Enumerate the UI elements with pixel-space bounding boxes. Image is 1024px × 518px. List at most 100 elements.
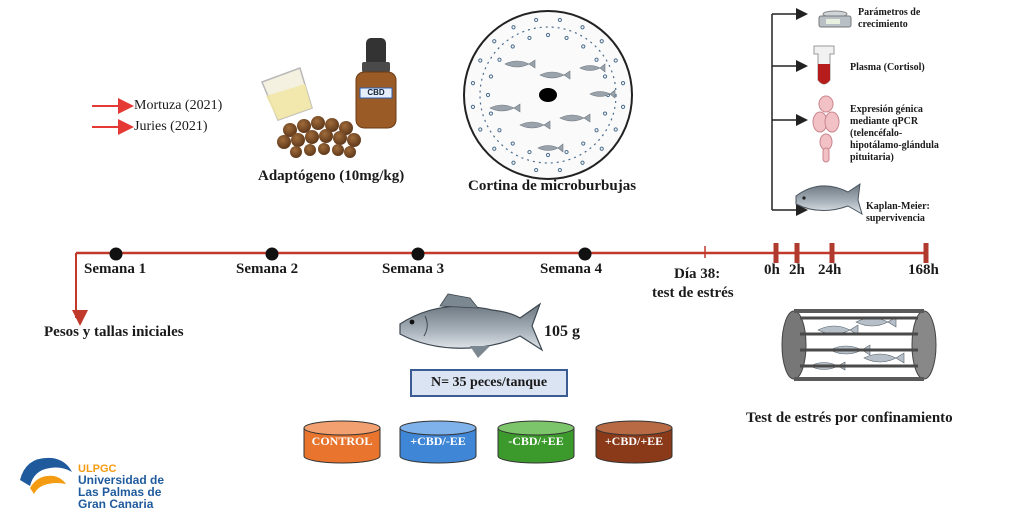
- cbd-bottle-icon: [355, 38, 397, 129]
- reference-1: Mortuza (2021): [134, 98, 223, 113]
- tank-cbd-ee-shape: [399, 420, 477, 464]
- week-4-label: Semana 4: [540, 261, 603, 277]
- sampling-survival: Kaplan-Meier: supervivencia: [866, 201, 930, 224]
- brain-icon: [812, 95, 840, 163]
- tank-control-label: CONTROL: [311, 434, 373, 448]
- bubble: [557, 17, 562, 23]
- bubble: [564, 35, 569, 41]
- bubble: [594, 128, 599, 133]
- confinement-label: Test de estrés por confinamiento: [746, 410, 953, 426]
- bubble: [599, 146, 604, 151]
- bubble: [470, 81, 476, 86]
- sampling-bracket: [771, 8, 808, 216]
- confinement-cage-icon: [781, 309, 937, 381]
- bubble: [545, 32, 551, 38]
- bubble: [564, 149, 569, 155]
- tank-cbd-ee-label: +CBD/-EE: [410, 434, 466, 448]
- week-2-label: Semana 2: [236, 261, 299, 277]
- sampling-growth: Parámetros de crecimiento: [858, 7, 921, 30]
- week-1-label: Semana 1: [84, 261, 147, 277]
- tank-cbd-plus-ee-label: +CBD/+EE: [604, 434, 664, 448]
- bubble: [581, 44, 586, 49]
- hour-168-tick: [923, 243, 929, 263]
- week-4-dot: [578, 247, 592, 261]
- tank-control: CONTROL: [302, 420, 382, 464]
- bubble: [602, 74, 608, 79]
- tank-cbd-ee: +CBD/-EE: [398, 420, 478, 464]
- week-1-dot: [109, 247, 123, 261]
- tank-cbd-plus-ee: +CBD/+EE: [594, 420, 674, 464]
- bubble: [613, 127, 618, 132]
- day-38-label: Día 38:: [674, 266, 721, 282]
- sea-bass-icon: [399, 293, 544, 358]
- ulpgc-logo-icon: [20, 457, 72, 494]
- sampling-qpcr: Expresión génica mediante qPCR (telencéf…: [850, 104, 939, 163]
- adaptogen-label: Adaptógeno (10mg/kg): [258, 168, 405, 184]
- bubble: [580, 160, 585, 165]
- reference-2: Juries (2021): [134, 119, 208, 134]
- logo-line-1: Universidad de: [78, 473, 165, 487]
- reference-arrows: [92, 98, 134, 135]
- tank-nocbd-ee-shape: [497, 420, 575, 464]
- bubble: [581, 141, 586, 146]
- initial-measurements-label: Pesos y tallas iniciales: [44, 324, 184, 340]
- microbubble-tank-icon: [463, 10, 633, 180]
- bubble: [620, 104, 626, 109]
- bubble: [478, 127, 483, 132]
- tank-nocbd-ee: -CBD/+EE: [496, 420, 576, 464]
- tank-control-shape: [303, 420, 381, 464]
- fish-icon: [795, 182, 863, 216]
- bubble: [527, 149, 532, 155]
- week-2-dot: [265, 247, 279, 261]
- bubble: [602, 111, 608, 116]
- bubble: [613, 58, 618, 63]
- bubble: [497, 57, 502, 62]
- timeline: [72, 251, 928, 326]
- blood-tube-icon: [813, 45, 835, 85]
- week-3-dot: [411, 247, 425, 261]
- bubble: [545, 152, 551, 158]
- tank-nocbd-ee-label: -CBD/+EE: [508, 434, 564, 448]
- timeline-marks: [109, 243, 929, 263]
- bubble: [534, 17, 539, 23]
- bubble: [511, 25, 516, 30]
- bubble: [492, 146, 497, 151]
- logo-line-2: Las Palmas de: [78, 485, 162, 499]
- hour-24-tick: [829, 243, 835, 263]
- bubble: [620, 81, 626, 86]
- sampling-plasma: Plasma (Cortisol): [850, 62, 925, 73]
- tank-cbd-plus-ee-shape: [595, 420, 673, 464]
- bottle-label: CBD: [367, 88, 385, 97]
- feed-pellets-icon: [277, 116, 361, 158]
- bubble: [511, 160, 516, 165]
- bubble: [488, 111, 494, 116]
- curtain-label: Cortina de microburbujas: [468, 178, 637, 194]
- bubble: [478, 58, 483, 63]
- hour-2-tick: [794, 243, 800, 263]
- bubble: [488, 74, 494, 79]
- bubble: [599, 39, 604, 44]
- logo-acronym: ULPGC: [78, 463, 117, 475]
- stress-test-label: test de estrés: [652, 285, 734, 301]
- bubble: [492, 39, 497, 44]
- measuring-cup-icon: [261, 67, 313, 121]
- bubble: [527, 35, 532, 41]
- hour-0-tick: [773, 243, 779, 263]
- bubble: [510, 44, 515, 49]
- logo-line-3: Gran Canaria: [78, 497, 154, 511]
- hour-24-label: 24h: [818, 262, 842, 278]
- bubble: [497, 128, 502, 133]
- bubble: [557, 167, 562, 173]
- bubble: [510, 141, 515, 146]
- bubble: [594, 57, 599, 62]
- hour-2-label: 2h: [789, 262, 805, 278]
- n-per-tank-box: N= 35 peces/tanque: [410, 369, 568, 397]
- bubble: [470, 104, 476, 109]
- bubble: [534, 167, 539, 173]
- bubble: [485, 92, 491, 98]
- fish-weight-label: 105 g: [544, 323, 580, 340]
- week-3-label: Semana 3: [382, 261, 445, 277]
- scale-icon: [818, 10, 852, 28]
- hour-0-label: 0h: [764, 262, 780, 278]
